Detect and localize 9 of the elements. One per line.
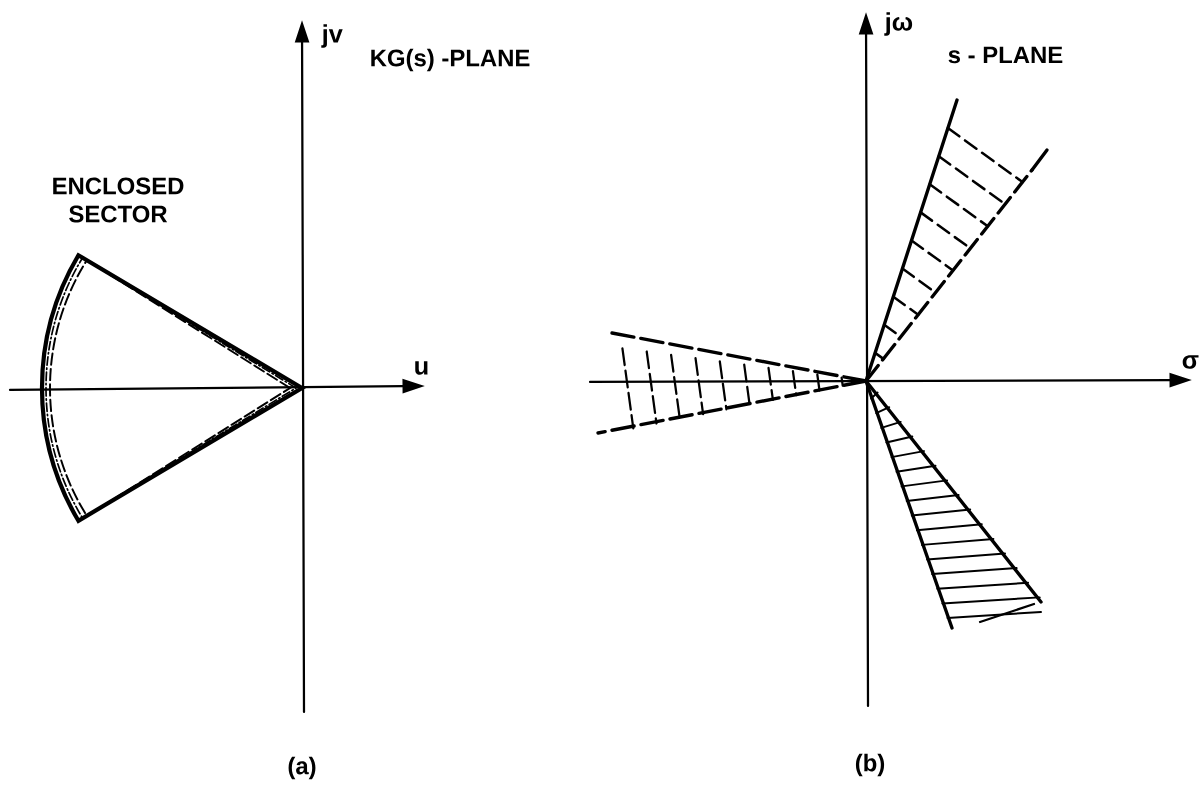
axis-label: σ (1182, 355, 1199, 369)
region-label: ENCLOSED SECTOR (53, 177, 184, 223)
axis-label: jv (321, 24, 343, 48)
axis-label: u (415, 361, 428, 375)
axis-label: jω (884, 12, 913, 36)
plane-label: KG(s) -PLANE (371, 48, 530, 72)
panel-label: (a) (288, 756, 316, 780)
panel-label: (b) (855, 753, 885, 777)
plane-label: s - PLANE (948, 46, 1063, 64)
